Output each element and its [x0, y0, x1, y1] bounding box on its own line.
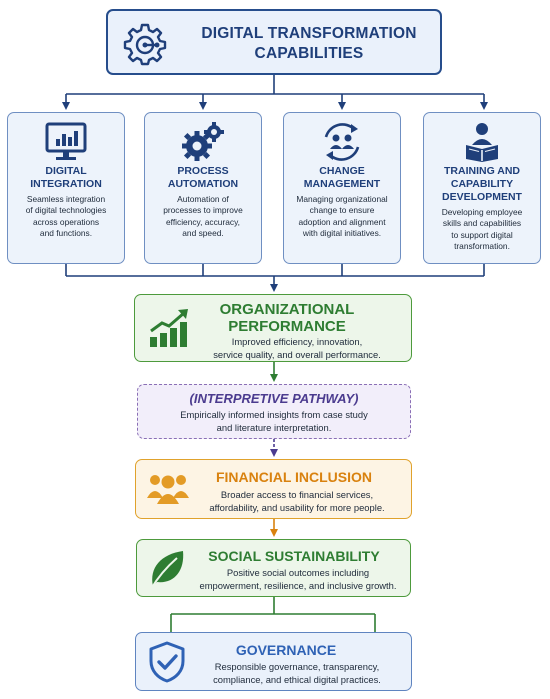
capability-title: DIGITAL INTEGRATION — [30, 165, 102, 190]
capability-description: Automation of processes to improve effic… — [163, 194, 243, 238]
box-title: FINANCIAL INCLUSION — [215, 469, 373, 485]
shield-check-icon — [149, 641, 185, 683]
box-title: SOCIAL SUSTAINABILITY — [208, 548, 380, 564]
capability-title: TRAINING AND CAPABILITY DEVELOPMENT — [442, 165, 522, 203]
leaf-icon — [150, 551, 184, 590]
capability-description: Developing employee skills and capabilit… — [441, 207, 523, 251]
box-description: Empirically informed insights from case … — [180, 409, 368, 433]
page-title: DIGITAL TRANSFORMATION CAPABILITIES — [201, 25, 417, 62]
box-description: Broader access to financial services, af… — [209, 489, 385, 513]
box-title: ORGANIZATIONAL PERFORMANCE — [219, 301, 355, 335]
box-description: Responsible governance, transparency, co… — [213, 661, 381, 685]
interpretive-pathway-box: (INTERPRETIVE PATHWAY) Empirically infor… — [137, 384, 411, 439]
box-description: Improved efficiency, innovation, service… — [213, 336, 381, 360]
capability-title: CHANGE MANAGEMENT — [303, 165, 381, 190]
capability-training-development: TRAINING AND CAPABILITY DEVELOPMENT Deve… — [423, 112, 541, 264]
box-title: GOVERNANCE — [235, 642, 337, 658]
capability-description: Managing organizational change to ensure… — [296, 194, 388, 238]
person-reading-icon — [466, 123, 498, 162]
capability-change-management: CHANGE MANAGEMENT Managing organizationa… — [283, 112, 401, 264]
capability-process-automation: PROCESS AUTOMATION Automation of process… — [144, 112, 262, 264]
gears-icon — [182, 122, 224, 161]
financial-inclusion-box: FINANCIAL INCLUSION Broader access to fi… — [135, 459, 412, 519]
organizational-performance-box: ORGANIZATIONAL PERFORMANCE Improved effi… — [134, 294, 412, 362]
title-box: DIGITAL TRANSFORMATION CAPABILITIES — [106, 9, 442, 75]
box-description: Positive social outcomes including empow… — [199, 567, 397, 591]
people-group-icon — [147, 475, 189, 504]
social-sustainability-box: SOCIAL SUSTAINABILITY Positive social ou… — [136, 539, 411, 597]
capability-digital-integration: DIGITAL INTEGRATION Seamless integration… — [7, 112, 125, 264]
box-title: (INTERPRETIVE PATHWAY) — [189, 391, 359, 406]
gear-circuit-icon — [123, 23, 167, 66]
capability-title: PROCESS AUTOMATION — [167, 165, 239, 190]
capability-description: Seamless integration of digital technolo… — [25, 194, 107, 238]
monitor-chart-icon — [45, 122, 87, 160]
growth-chart-icon — [150, 309, 188, 347]
governance-box: GOVERNANCE Responsible governance, trans… — [135, 632, 412, 691]
people-cycle-icon — [324, 123, 360, 161]
